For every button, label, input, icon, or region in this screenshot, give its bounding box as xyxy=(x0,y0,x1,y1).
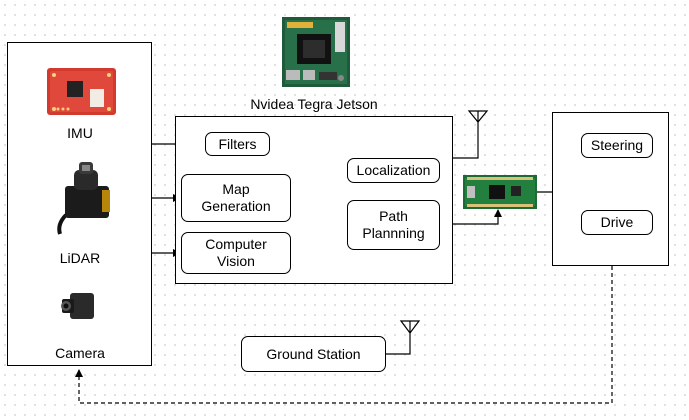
camera-label: Camera xyxy=(55,345,105,361)
wire-jetson-antenna xyxy=(452,122,479,159)
wire-feedback-dashed xyxy=(75,266,613,404)
localization-label: Localization xyxy=(356,162,431,178)
lidar-label: LiDAR xyxy=(59,250,101,266)
jetson-title: Nvidea Tegra Jetson xyxy=(250,96,378,112)
computer-vision-label: Computer Vision xyxy=(205,236,267,269)
steering-label: Steering xyxy=(590,137,644,153)
filters-block: Filters xyxy=(205,132,270,156)
map-generation-label: Map Generation xyxy=(201,181,271,214)
imu-board-icon xyxy=(46,67,117,116)
path-planning-block: Path Plannning xyxy=(347,200,440,250)
map-generation-block: Map Generation xyxy=(181,174,291,222)
wire-path-mcu xyxy=(439,209,502,225)
filters-label: Filters xyxy=(218,135,257,152)
jetson-board-icon xyxy=(281,16,351,88)
wire-ground-antenna xyxy=(386,333,411,355)
drive-label: Drive xyxy=(600,214,634,230)
microcontroller-icon xyxy=(463,175,537,209)
camera-icon xyxy=(58,287,98,324)
antenna-icon xyxy=(467,110,489,123)
lidar-icon xyxy=(52,160,116,236)
imu-label: IMU xyxy=(67,125,93,141)
ground-station-block: Ground Station xyxy=(241,336,386,372)
ground-station-label: Ground Station xyxy=(266,345,361,362)
path-planning-label: Path Plannning xyxy=(362,208,425,241)
steering-block: Steering xyxy=(581,133,653,158)
antenna-icon xyxy=(399,320,421,334)
computer-vision-block: Computer Vision xyxy=(181,232,291,274)
drive-block: Drive xyxy=(581,210,653,235)
localization-block: Localization xyxy=(347,158,440,183)
